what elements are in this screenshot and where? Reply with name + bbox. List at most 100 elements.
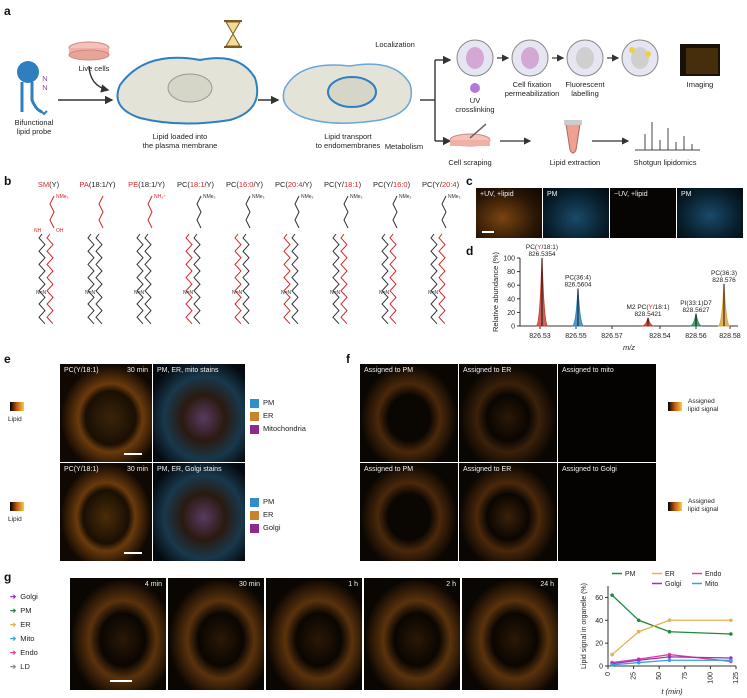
series-point xyxy=(636,660,641,665)
x-tick-label: 826.55 xyxy=(565,333,587,340)
x-tick-label: 828.56 xyxy=(685,333,707,340)
arrow-legend-text: ER xyxy=(20,620,31,629)
headgroup-label: NH₃⁺ xyxy=(154,194,166,200)
series-point xyxy=(610,593,614,597)
uv-label: UV crosslinking xyxy=(455,96,495,114)
x-tick-label: 25 xyxy=(631,672,638,680)
lipid-name: PC(Y/20:4) xyxy=(421,180,460,189)
e1-time-label: 30 min xyxy=(126,367,148,374)
e1-right-label: PM, ER, mito stains xyxy=(157,367,219,374)
headgroup-label: NMe₃ xyxy=(301,194,314,200)
scalebar xyxy=(124,552,142,554)
lipid-structure: N=N xyxy=(134,195,153,325)
lipid-structure: N=N xyxy=(232,195,251,325)
x-tick-label: 75 xyxy=(682,672,689,680)
peak-label: PC(Y/18:1) xyxy=(526,244,558,251)
micrograph-f1-mito: Assigned to mito xyxy=(558,364,656,462)
arrow-icon: ➔ xyxy=(10,634,17,643)
arrow-legend-entry: ➔LD xyxy=(10,662,30,671)
petri-dish-icon xyxy=(68,41,110,61)
lipid-name: PC(16:0/Y) xyxy=(225,180,264,189)
series-point xyxy=(667,618,672,623)
f2-golgi-label: Assigned to Golgi xyxy=(562,466,617,473)
legend-swatch xyxy=(250,424,259,434)
panel-d-label: d xyxy=(466,244,474,258)
micrograph-c3: −UV, +lipid xyxy=(610,188,676,238)
x-tick-label: 828.54 xyxy=(649,333,671,340)
timepoint-label: 30 min xyxy=(238,581,260,588)
legend-text: Mitochondria xyxy=(263,424,306,433)
lipid-structures: SM(Y)PA(18:1/Y)PE(18:1/Y)PC(18:1/Y)PC(16… xyxy=(24,176,464,336)
micrograph-f2-er: Assigned to ER xyxy=(459,463,557,561)
f2-pm-label: Assigned to PM xyxy=(364,466,414,473)
shotgun-label: Shotgun lipidomics xyxy=(633,158,697,167)
lipid-label-1: Lipid xyxy=(8,416,22,423)
legend-entry: Mitochondria xyxy=(250,424,306,434)
lipid-structure: N=N xyxy=(85,195,104,325)
peak-mz: 826.5354 xyxy=(528,251,555,258)
peak-mz: 828.5627 xyxy=(682,307,709,314)
arrow-icon: ➔ xyxy=(10,592,17,601)
headgroup-label: NMe₃ xyxy=(252,194,265,200)
micrograph-f1-pm: Assigned to PM xyxy=(360,364,458,462)
extraction-label: Lipid extraction xyxy=(549,158,601,167)
arrow-legend-entry: ➔Endo xyxy=(10,648,38,657)
micrograph-e2-stains: PM, ER, Golgi stains xyxy=(153,463,245,561)
x-tick-label: 100 xyxy=(707,672,714,684)
probe-n-label: N N xyxy=(42,74,48,92)
arrow-legend-entry: ➔PM xyxy=(10,606,32,615)
probe-label: Bifunctional lipid probe xyxy=(14,118,54,136)
diazirine-label: N=N xyxy=(85,290,96,296)
legend-swatch xyxy=(250,497,259,507)
e2-time-label: 30 min xyxy=(126,466,148,473)
lipid-structure: N=N xyxy=(330,195,349,325)
arrow-legend-entry: ➔Golgi xyxy=(10,592,38,601)
e2-left-label: PC(Y/18:1) xyxy=(64,466,99,473)
y-tick-label: 100 xyxy=(503,256,515,263)
x-tick-label: 50 xyxy=(656,672,663,680)
arrow-icon: ➔ xyxy=(10,662,17,671)
lipid-structure: N=N xyxy=(36,195,55,325)
x-tick-label: 826.53 xyxy=(529,333,551,340)
x-tick-label: 826.57 xyxy=(601,333,623,340)
diazirine-label: N=N xyxy=(428,290,439,296)
peak-label: M2 PC(Y/18:1) xyxy=(627,304,670,311)
legend-entry: PM xyxy=(250,497,274,507)
diazirine-label: N=N xyxy=(134,290,145,296)
series-point xyxy=(729,632,733,636)
f2-er-label: Assigned to ER xyxy=(463,466,512,473)
timecourse-micrograph: 30 min xyxy=(168,578,264,690)
assigned-label-1: Assigned lipid signal xyxy=(688,398,719,413)
arrow-legend-text: Endo xyxy=(20,648,38,657)
f1-mito-label: Assigned to mito xyxy=(562,367,614,374)
diazirine-label: N=N xyxy=(281,290,292,296)
micrograph-f2-golgi: Assigned to Golgi xyxy=(558,463,656,561)
legend-text: PM xyxy=(263,497,275,506)
headgroup-label: NMe₃ xyxy=(56,194,69,200)
x-tick-label: 828.58 xyxy=(719,333,741,340)
peak-mz: 828.5421 xyxy=(634,311,661,318)
lipid-name: PC(Y/18:1) xyxy=(323,180,362,189)
lipid-name: PC(20:4/Y) xyxy=(274,180,313,189)
localization-label: Localization xyxy=(375,40,415,49)
peak-mz: 826.5604 xyxy=(564,282,591,289)
y-tick-label: 40 xyxy=(507,296,515,303)
headgroup-label: NMe₃ xyxy=(448,194,461,200)
legend-entry: PM xyxy=(250,398,274,408)
legend-label: Endo xyxy=(705,571,721,578)
lipid-probe-icon xyxy=(17,61,48,116)
scalebar xyxy=(110,680,132,682)
lipid-structure: N=N xyxy=(379,195,398,325)
hourglass-icon xyxy=(224,20,242,48)
y-tick-label: 0 xyxy=(599,664,603,671)
peak-label: PC(36:4) xyxy=(565,275,591,282)
diazirine-label: N=N xyxy=(379,290,390,296)
scraping-label: Cell scraping xyxy=(448,158,492,167)
cell-scraping-icon xyxy=(449,123,491,147)
series-point xyxy=(610,652,614,657)
micrograph-c2: PM xyxy=(543,188,609,238)
legend-label: Mito xyxy=(705,581,718,588)
